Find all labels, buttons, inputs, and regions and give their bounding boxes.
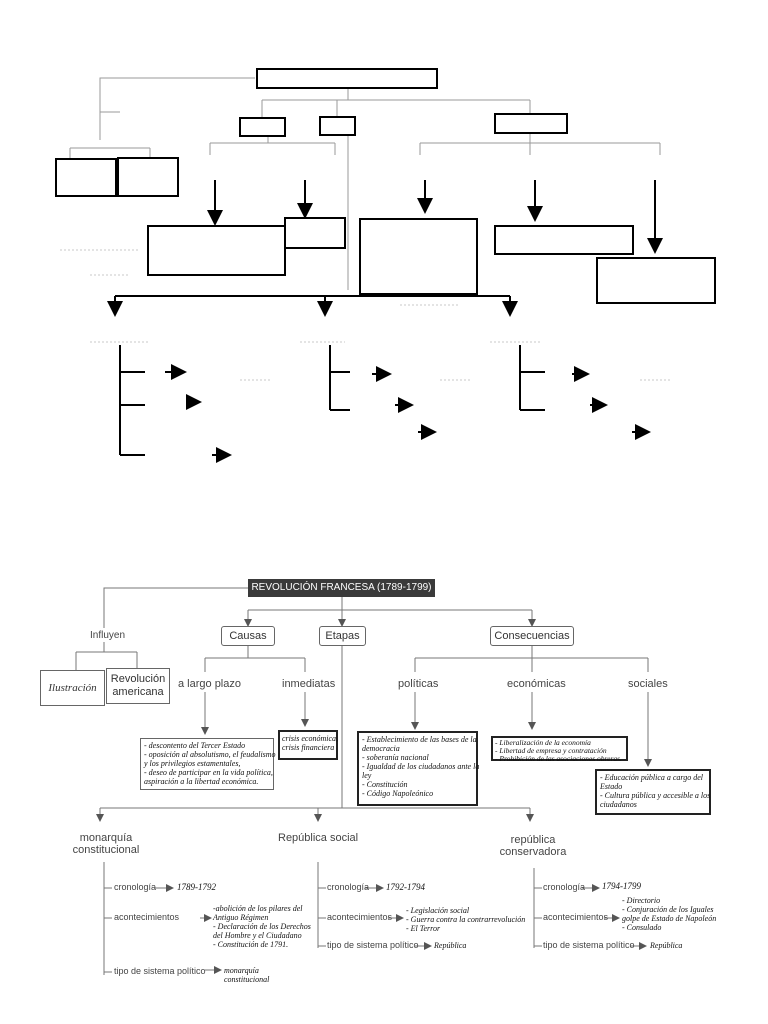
revolucion-americana-box: Revolución americana [106, 668, 170, 704]
stage1-acontecimientos-list: -abolición de los pilares del Antiguo Ré… [213, 904, 311, 949]
stage3-tipo-label: tipo de sistema político [543, 940, 635, 950]
blank-politicas-box [359, 218, 478, 295]
blank-etapas-box [319, 116, 356, 136]
stage-republica-social-title: República social [278, 832, 359, 844]
stage3-tipo-value: República [650, 941, 683, 950]
blank-influence-box-2 [117, 157, 179, 197]
stage2-acontecimientos-list: - Legislación social - Guerra contra la … [406, 906, 526, 933]
economicas-box: - Liberalización de la economía - Libert… [491, 736, 628, 763]
politicas-label: políticas [398, 678, 439, 690]
stage3-cronologia-value: 1794-1799 [602, 881, 641, 891]
sociales-label: sociales [628, 678, 668, 690]
causas-box: Causas [221, 626, 275, 646]
blank-inmediatas-box [284, 217, 346, 249]
stage1-tipo-label: tipo de sistema político [114, 966, 206, 976]
stage2-cronologia-label: cronología [327, 882, 370, 892]
ilustracion-box: Ilustración [40, 670, 105, 706]
consecuencias-box: Consecuencias [490, 626, 574, 646]
largo-plazo-label: a largo plazo [178, 678, 241, 690]
stage2-cronologia-value: 1792-1794 [386, 882, 425, 892]
etapas-box: Etapas [319, 626, 366, 646]
stage1-cronologia-label: cronología [114, 882, 157, 892]
influyen-label: Influyen [90, 630, 126, 641]
blank-economicas-box [494, 225, 634, 255]
stage2-tipo-value: República [434, 941, 467, 950]
sociales-box: - Educación pública a cargo del Estado -… [595, 769, 711, 815]
connectors [75, 587, 652, 975]
blank-title-box [256, 68, 438, 89]
stage2-tipo-label: tipo de sistema político [327, 940, 419, 950]
template-map [60, 77, 670, 463]
inmediatas-box: crisis económica, crisis financiera [278, 730, 338, 760]
blank-influence-box-1 [55, 158, 117, 197]
stage1-cronologia-value: 1789-1792 [177, 882, 216, 892]
stage3-acontecimientos-label: acontecimientos [543, 912, 609, 922]
economicas-label: económicas [507, 678, 566, 690]
stage1-acontecimientos-label: acontecimientos [114, 912, 180, 922]
stage3-acontecimientos-list: - Directorio - Conjuración de los Iguale… [622, 896, 717, 932]
largo-plazo-box: - descontento del Tercer Estado - oposic… [140, 738, 276, 790]
stage1-tipo-value: monarquía constitucional [224, 966, 270, 984]
inmediatas-label: inmediatas [282, 678, 336, 690]
blank-sociales-box [596, 257, 716, 304]
blank-causas-box [239, 117, 286, 137]
stage-monarquia-title: monarquía constitucional [72, 832, 140, 856]
stage3-cronologia-label: cronología [543, 882, 586, 892]
stage2-acontecimientos-label: acontecimientos [327, 912, 393, 922]
blank-consecuencias-box [494, 113, 568, 134]
politicas-box: - Establecimiento de las bases de la dem… [357, 731, 479, 806]
blank-largo-plazo-box [147, 225, 286, 276]
stage-republica-conservadora-title: república conservadora [499, 834, 567, 858]
title-box: REVOLUCIÓN FRANCESA (1789-1799) [248, 579, 435, 597]
